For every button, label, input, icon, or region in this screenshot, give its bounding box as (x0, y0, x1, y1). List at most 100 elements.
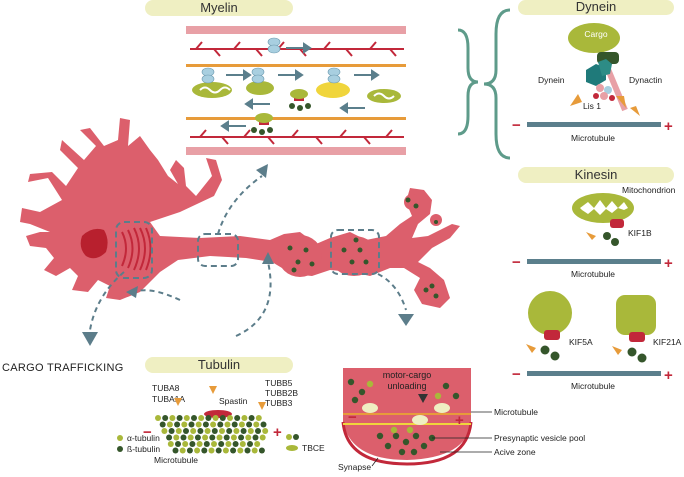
tuba1a-label: TUBA1A (152, 394, 185, 404)
tubulin-dimer (248, 415, 255, 421)
neuron-nucleus (80, 228, 108, 259)
alpha-tubulin-dot (117, 435, 123, 441)
kif5a-label: KIF5A (569, 337, 593, 347)
tubulin-dimer (189, 441, 196, 447)
myelin-band-top (186, 26, 406, 34)
kinesin-panel: Kinesin Mitochondrion KIF1B − + Microtub… (512, 167, 682, 391)
dynein-panel: Dynein Cargo Dynein Dynactin Lis 1 − + M… (512, 0, 674, 143)
axon-membrane-top (186, 64, 406, 67)
tubulin-dimer (204, 428, 211, 434)
dynein-microtubule (527, 122, 661, 127)
tubulin-microtubule-label: Microtubule (154, 455, 198, 465)
tubulin-dimer (211, 428, 218, 434)
tubulin-dimer (167, 441, 174, 447)
tubulin-dimer (255, 428, 261, 434)
tubulin-dimer (180, 434, 187, 441)
cargo-label: Cargo (584, 29, 607, 39)
highlight-box-bouton (330, 229, 380, 275)
dynein-motor-complex (586, 59, 615, 101)
tubulin-dimer (188, 421, 195, 428)
dynein-cargo (568, 23, 620, 53)
tubulin-dimer (223, 434, 230, 441)
alpha-tubulin-label: α-tubulin (127, 433, 160, 443)
tubulin-dimer (195, 421, 202, 428)
synapse-microtubule-label: Microtubule (494, 407, 538, 417)
dynactin-label: Dynactin (629, 75, 662, 85)
tubulin-dimer (203, 441, 210, 447)
tubulin-dimer (219, 415, 226, 421)
tubulin-dimer (183, 428, 189, 434)
tubulin-dimer (166, 434, 173, 441)
tubulin-dimer (259, 434, 266, 441)
tubulin-dimer (159, 421, 166, 428)
kinesin-title-bg (518, 167, 674, 183)
tubulin-microtubule-lattice (155, 415, 269, 454)
tubulin-dimer (162, 415, 169, 421)
tubulin-title-bg (145, 357, 293, 373)
grouping-brace (457, 8, 511, 160)
tubulin-dimer (216, 434, 223, 441)
presynaptic-membrane (341, 421, 473, 466)
kinesin-microtubule-1 (527, 259, 661, 264)
tubulin-dimer (186, 447, 193, 454)
tubulin-minus-sign: − (143, 424, 152, 441)
tubb2b-label: TUBB2B (265, 388, 298, 398)
tubulin-dimer (194, 434, 201, 441)
dynein-minus-sign: − (512, 117, 521, 134)
beta-tubulin-dot (117, 446, 123, 452)
tubulin-dimer (161, 428, 168, 434)
tubulin-dimer (181, 421, 188, 428)
highlight-box-soma (115, 221, 153, 279)
unloading-label: unloading (387, 381, 426, 391)
tubulin-dimer (196, 441, 203, 447)
tubulin-dimer (176, 415, 183, 421)
tubulin-dimer (253, 421, 260, 428)
kif1b-label: KIF1B (628, 228, 652, 238)
tubulin-dimer (219, 428, 225, 434)
tubulin-dimer (227, 415, 233, 421)
cargo-trafficking-label: CARGO TRAFFICKING (2, 362, 124, 374)
unloading-arrow (418, 394, 428, 403)
kinesin-motors-myelin (251, 89, 311, 135)
myelin-panel: Myelin (145, 0, 406, 155)
tubulin-dimer (155, 415, 161, 421)
synapse-minus-sign: − (348, 409, 357, 426)
tubulin-dimer (237, 447, 244, 454)
dynein-title-bg (518, 0, 674, 15)
myelin-cargo-row-top (192, 81, 401, 103)
beta-tubulin-label: ß-tubulin (127, 444, 160, 454)
trafficking-arrows (89, 175, 407, 337)
kif21a-cargo (616, 295, 656, 335)
tubulin-dimer (226, 428, 233, 434)
tubulin-dimer (210, 421, 217, 428)
tubulin-dimer (179, 447, 186, 454)
axon-initial-segment (121, 227, 152, 271)
tubulin-dimer (238, 421, 245, 428)
dynein-motors-myelin (201, 37, 341, 84)
tubulin-dimer (198, 415, 205, 421)
tubulin-dimer (168, 428, 175, 434)
tubulin-dimer (191, 415, 197, 421)
neuron (20, 118, 460, 308)
synaptic-boutons (278, 194, 444, 304)
kinesin-microtubule-label-1: Microtubule (571, 269, 615, 279)
tubulin-dimer (173, 434, 180, 441)
tubulin-dimer (212, 415, 219, 421)
neuron-vesicles (287, 197, 439, 299)
tubulin-dimer (217, 421, 224, 428)
kinesin-microtubule-label-2: Microtubule (571, 381, 615, 391)
tubulin-dimer (241, 415, 248, 421)
tubulin-title: Tubulin (198, 357, 240, 372)
synapse-vesicles (347, 378, 460, 456)
synapse-plus-sign: + (455, 412, 464, 429)
tubulin-dimer (239, 441, 246, 447)
tubulin-dimer (246, 421, 253, 428)
kinesin-minus-sign-1: − (512, 254, 521, 271)
synapse-olive-vesicles (366, 380, 442, 434)
tubb3-label: TUBB3 (265, 398, 293, 408)
kinesin-title: Kinesin (575, 167, 618, 182)
active-zone-label: Acive zone (494, 447, 536, 457)
tubulin-dimer (211, 441, 217, 447)
tubulin-dimer (205, 415, 212, 421)
